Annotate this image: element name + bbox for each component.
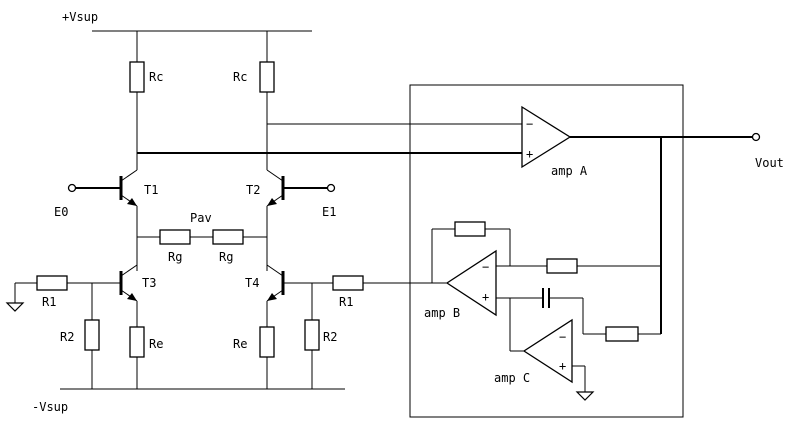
amp-b-label: amp B bbox=[424, 306, 460, 320]
vout-label: Vout bbox=[755, 156, 784, 170]
transistor-t2 bbox=[266, 169, 285, 207]
resistor-r2-left bbox=[84, 319, 100, 351]
e0-label: E0 bbox=[54, 205, 68, 219]
amp-a-plus-sign: + bbox=[526, 147, 533, 161]
rc-right-label: Rc bbox=[233, 70, 247, 84]
vsup-neg-label: -Vsup bbox=[32, 400, 68, 414]
amplifier-box bbox=[409, 84, 684, 418]
terminal-e1[interactable] bbox=[326, 183, 336, 193]
resistor-re-right bbox=[259, 326, 275, 358]
r2-left-label: R2 bbox=[60, 330, 74, 344]
t2-label: T2 bbox=[246, 183, 260, 197]
ground-symbol-left bbox=[5, 302, 25, 312]
resistor-amp-c-feedback bbox=[605, 326, 639, 342]
rg-right-label: Rg bbox=[219, 250, 233, 264]
resistor-r1-left bbox=[36, 275, 68, 291]
pav-label: Pav bbox=[190, 211, 212, 225]
amp-b-minus-sign: − bbox=[482, 260, 489, 274]
transistor-t3 bbox=[119, 264, 138, 302]
resistor-rc-right bbox=[259, 61, 275, 93]
terminal-vout[interactable] bbox=[751, 132, 761, 142]
re-right-label: Re bbox=[233, 337, 247, 351]
amp-c-minus-sign: − bbox=[559, 330, 566, 344]
amp-a-symbol bbox=[521, 105, 572, 169]
r1-left-label: R1 bbox=[42, 295, 56, 309]
resistor-r2-right bbox=[304, 319, 320, 351]
re-left-label: Re bbox=[149, 337, 163, 351]
resistor-rc-left bbox=[129, 61, 145, 93]
amp-b-plus-sign: + bbox=[482, 290, 489, 304]
transistor-t4 bbox=[266, 264, 285, 302]
resistor-r1-right bbox=[332, 275, 364, 291]
amp-a-minus-sign: − bbox=[526, 117, 533, 131]
t3-label: T3 bbox=[142, 276, 156, 290]
amp-c-plus-sign: + bbox=[559, 359, 566, 373]
transistor-t1 bbox=[119, 169, 138, 207]
resistor-rg-left bbox=[159, 229, 191, 245]
ground-symbol-right bbox=[575, 391, 595, 401]
e1-label: E1 bbox=[322, 205, 336, 219]
t1-label: T1 bbox=[144, 183, 158, 197]
vsup-pos-label: +Vsup bbox=[62, 10, 98, 24]
amp-c-label: amp C bbox=[494, 371, 530, 385]
resistor-rg-right bbox=[212, 229, 244, 245]
r2-right-label: R2 bbox=[323, 330, 337, 344]
resistor-re-left bbox=[129, 326, 145, 358]
t4-label: T4 bbox=[245, 276, 259, 290]
resistor-amp-b-to-output bbox=[546, 258, 578, 274]
amp-a-label: amp A bbox=[551, 164, 588, 178]
rc-left-label: Rc bbox=[149, 70, 163, 84]
amp-c-symbol bbox=[522, 318, 573, 384]
amp-b-symbol bbox=[445, 249, 497, 317]
resistor-amp-b-feedback bbox=[454, 221, 486, 237]
terminal-e0[interactable] bbox=[67, 183, 77, 193]
rg-left-label: Rg bbox=[168, 250, 182, 264]
r1-right-label: R1 bbox=[339, 295, 353, 309]
